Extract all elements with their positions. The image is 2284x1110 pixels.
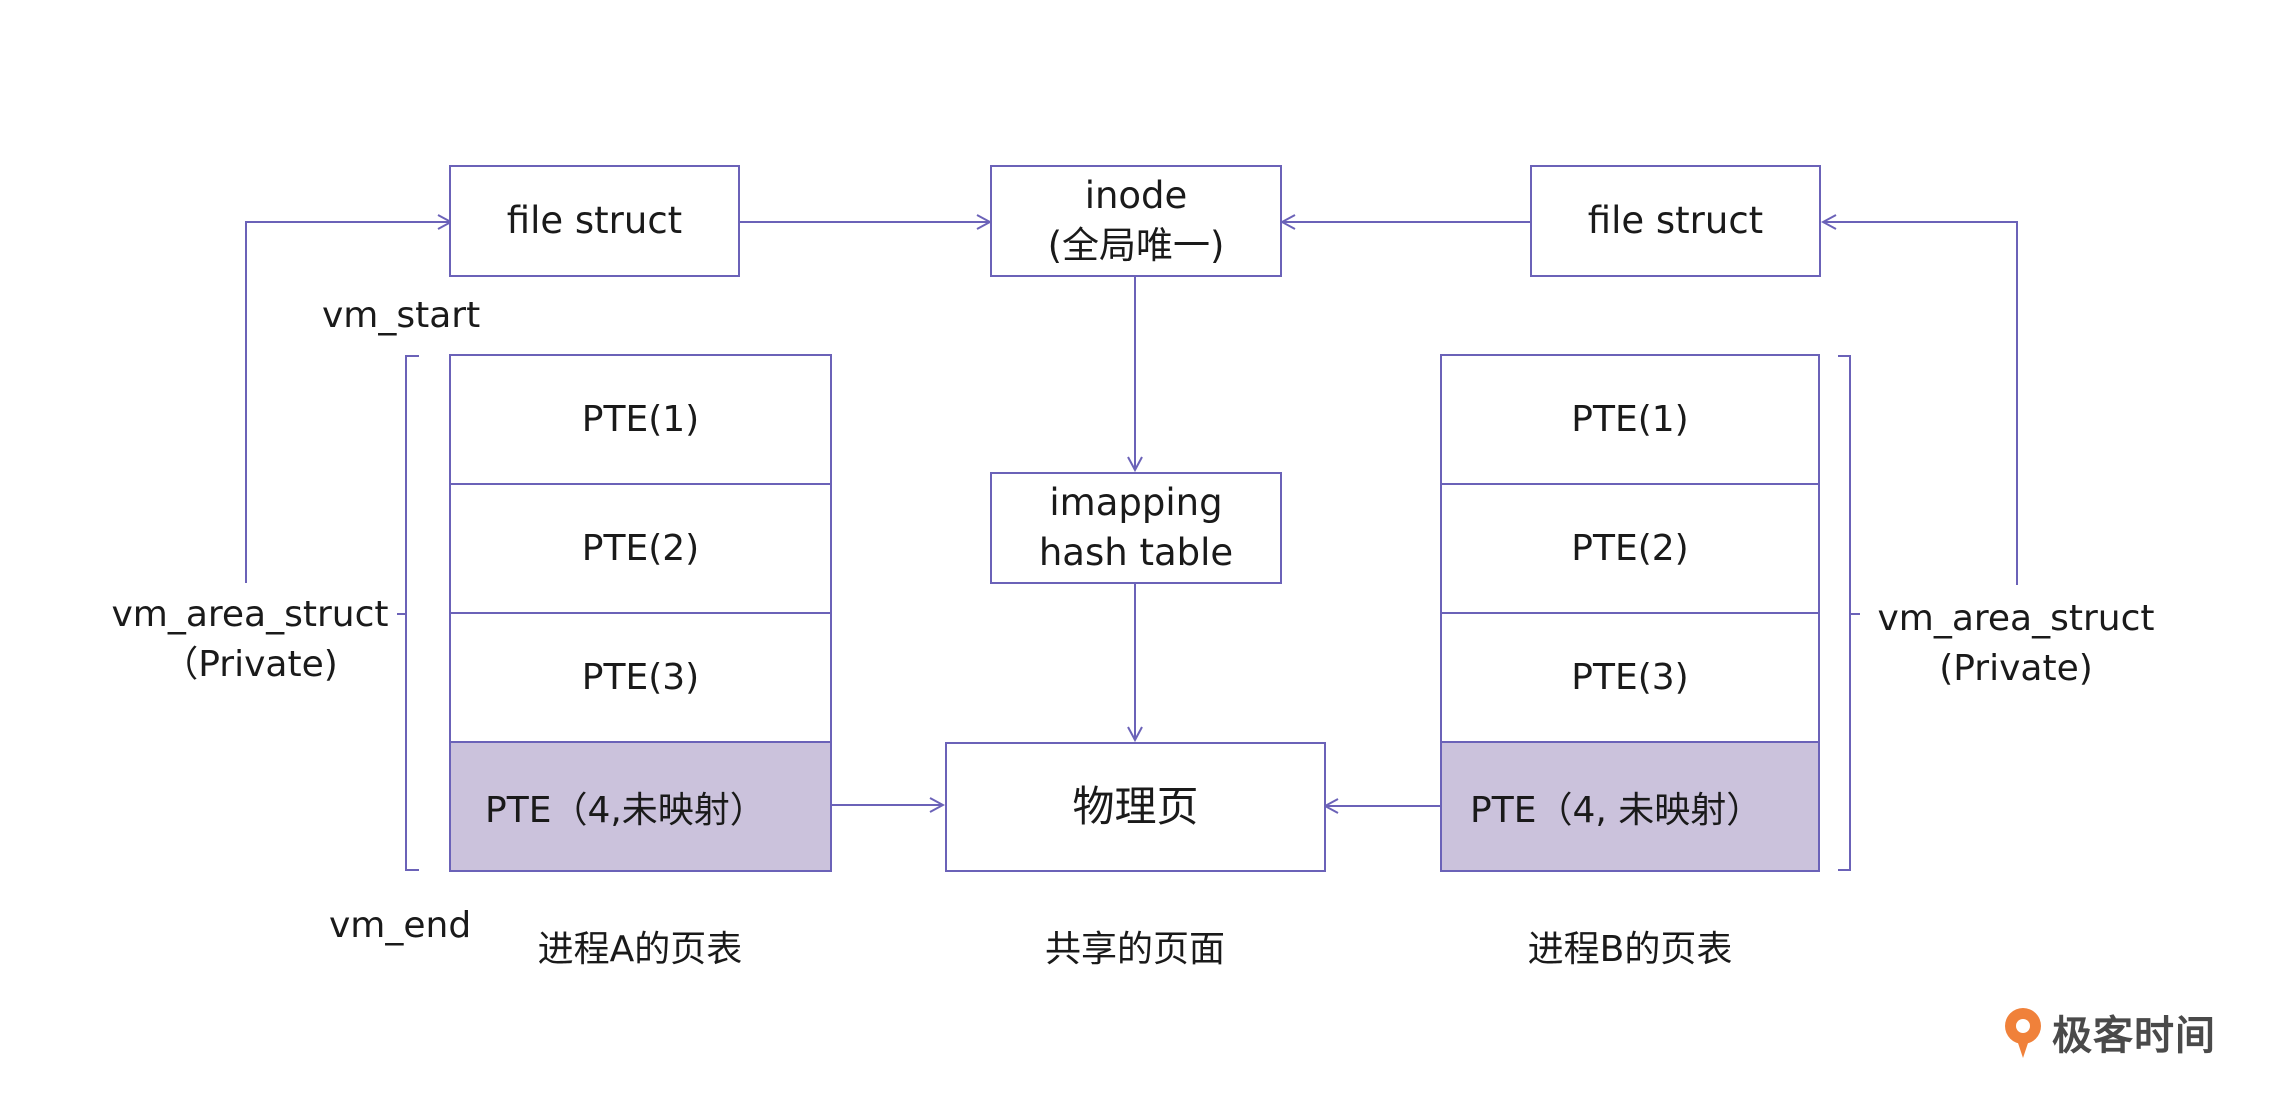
vm-area-struct-right: vm_area_struct (Private): [1866, 594, 2166, 695]
physical-page-label: 物理页: [1072, 781, 1199, 831]
pte-b-1: PTE(1): [1442, 356, 1818, 485]
page-table-b: PTE(1) PTE(2) PTE(3) PTE（4, 未映射）: [1440, 354, 1820, 872]
inode-subtitle: (全局唯一): [1047, 224, 1225, 267]
inode-box: inode (全局唯一): [990, 165, 1282, 277]
imapping-title: imapping: [1049, 481, 1223, 525]
pte-a-4-unmapped: PTE（4,未映射）: [451, 743, 830, 870]
bracket-right: [1838, 355, 1851, 871]
vm-end-label: vm_end: [329, 905, 472, 946]
bracket-left: [405, 355, 419, 871]
vm-area-left-line2: （Private): [162, 644, 338, 686]
pte-a-1: PTE(1): [451, 356, 830, 485]
caption-shared-page: 共享的页面: [1044, 929, 1225, 970]
pte-b-4-unmapped: PTE（4, 未映射）: [1442, 743, 1818, 870]
vm-area-struct-left: vm_area_struct （Private): [100, 590, 400, 691]
file-struct-b: file struct: [1530, 165, 1821, 277]
brand-name: 极客时间: [2052, 1013, 2216, 1059]
pte-b-2: PTE(2): [1442, 485, 1818, 614]
arrow-vma-left-to-file-a: [245, 222, 451, 583]
caption-table-b: 进程B的页表: [1527, 929, 1733, 970]
arrow-vma-right-to-file-b: [1823, 222, 2018, 585]
vm-area-left-line1: vm_area_struct: [111, 594, 389, 635]
vm-area-right-line1: vm_area_struct: [1877, 598, 2155, 639]
file-struct-b-label: file struct: [1587, 199, 1764, 243]
pte-a-2: PTE(2): [451, 485, 830, 614]
brand-logo: 极客时间: [2000, 1003, 2216, 1061]
inode-title: inode: [1084, 174, 1188, 218]
page-table-a: PTE(1) PTE(2) PTE(3) PTE（4,未映射）: [449, 354, 832, 872]
caption-table-a: 进程A的页表: [537, 929, 743, 970]
vm-start-label: vm_start: [322, 295, 481, 336]
file-struct-a: file struct: [449, 165, 740, 277]
physical-page-box: 物理页: [945, 742, 1326, 872]
imapping-box: imapping hash table: [990, 472, 1282, 584]
imapping-subtitle: hash table: [1038, 531, 1234, 574]
vm-area-right-line2: (Private): [1939, 648, 2093, 690]
file-struct-a-label: file struct: [506, 199, 683, 243]
pte-b-3: PTE(3): [1442, 614, 1818, 743]
pte-a-3: PTE(3): [451, 614, 830, 743]
geektime-logo-icon: [2005, 1008, 2041, 1058]
